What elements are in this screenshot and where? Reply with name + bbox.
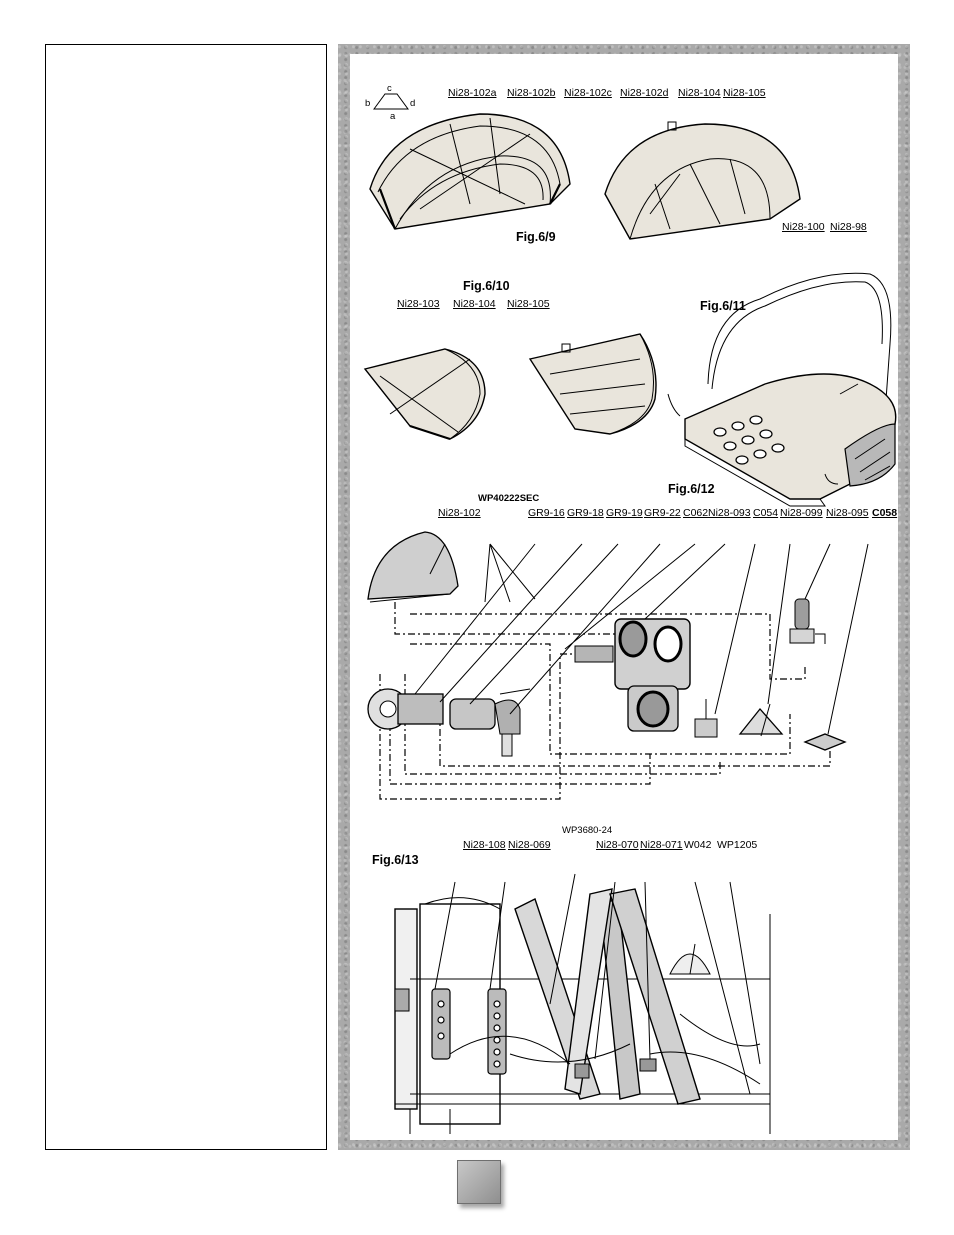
shape-key-drawing [373, 93, 409, 110]
label-ni28-98: Ni28-98 [830, 221, 867, 233]
fig-6-12-system-drawing [367, 531, 869, 800]
page-number-tab [457, 1160, 501, 1204]
fig-6-11-seat-drawing [667, 272, 897, 507]
label-ni28-102c: Ni28-102c [564, 87, 612, 99]
shape-key-b: b [365, 98, 371, 109]
parts-diagram-drawing [363, 93, 897, 1134]
label-gr9-16: GR9-16 [528, 507, 565, 519]
blank-text-column [45, 44, 327, 1150]
fig-6-11-title: Fig.6/11 [700, 299, 746, 313]
diagram-sheet: c b d a Ni28-102a Ni28-102b Ni28-102c Ni… [350, 54, 898, 1140]
label-ni28-102b: Ni28-102b [507, 87, 556, 99]
label-ni28-105: Ni28-105 [723, 87, 766, 99]
label-c062: C062 [683, 507, 709, 519]
label-c058: C058 [872, 507, 898, 519]
label-ni28-104: Ni28-104 [678, 87, 721, 99]
label-ni28-105-b: Ni28-105 [507, 298, 550, 310]
fig-6-9-covered-drawing [604, 121, 801, 240]
fig-6-10-covered-drawing [528, 333, 657, 435]
fig-6-9-title: Fig.6/9 [516, 230, 556, 244]
fig-6-13-title: Fig.6/13 [372, 853, 419, 867]
label-ni28-102d: Ni28-102d [620, 87, 669, 99]
label-wp1205: WP1205 [717, 839, 758, 851]
label-wp3680-24: WP3680-24 [562, 825, 613, 836]
shape-key-a: a [390, 111, 396, 122]
label-ni28-103: Ni28-103 [397, 298, 440, 310]
label-w042: W042 [684, 839, 712, 851]
label-ni28-102a: Ni28-102a [448, 87, 497, 99]
fig-6-10-frame-drawing [363, 348, 486, 441]
label-ni28-102: Ni28-102 [438, 507, 481, 519]
label-ni28-108: Ni28-108 [463, 839, 506, 851]
label-ni28-069: Ni28-069 [508, 839, 551, 851]
label-gr9-19: GR9-19 [606, 507, 643, 519]
fig-6-10-title: Fig.6/10 [463, 279, 510, 293]
label-ni28-070: Ni28-070 [596, 839, 639, 851]
label-c054: C054 [753, 507, 779, 519]
label-ni28-095: Ni28-095 [826, 507, 869, 519]
fig-6-13-cockpit-drawing [394, 873, 771, 1134]
label-wp40222sec: WP40222SEC [478, 493, 540, 504]
fig-6-9-frame-drawing [369, 113, 571, 230]
diagram-panel: c b d a Ni28-102a Ni28-102b Ni28-102c Ni… [338, 44, 910, 1150]
label-ni28-104-b: Ni28-104 [453, 298, 496, 310]
label-ni28-099: Ni28-099 [780, 507, 823, 519]
label-ni28-093: Ni28-093 [708, 507, 751, 519]
label-gr9-18: GR9-18 [567, 507, 604, 519]
label-gr9-22: GR9-22 [644, 507, 681, 519]
fig-6-12-title: Fig.6/12 [668, 482, 715, 496]
shape-key-c: c [387, 83, 392, 94]
label-ni28-100: Ni28-100 [782, 221, 825, 233]
label-ni28-071: Ni28-071 [640, 839, 683, 851]
shape-key-d: d [410, 98, 416, 109]
